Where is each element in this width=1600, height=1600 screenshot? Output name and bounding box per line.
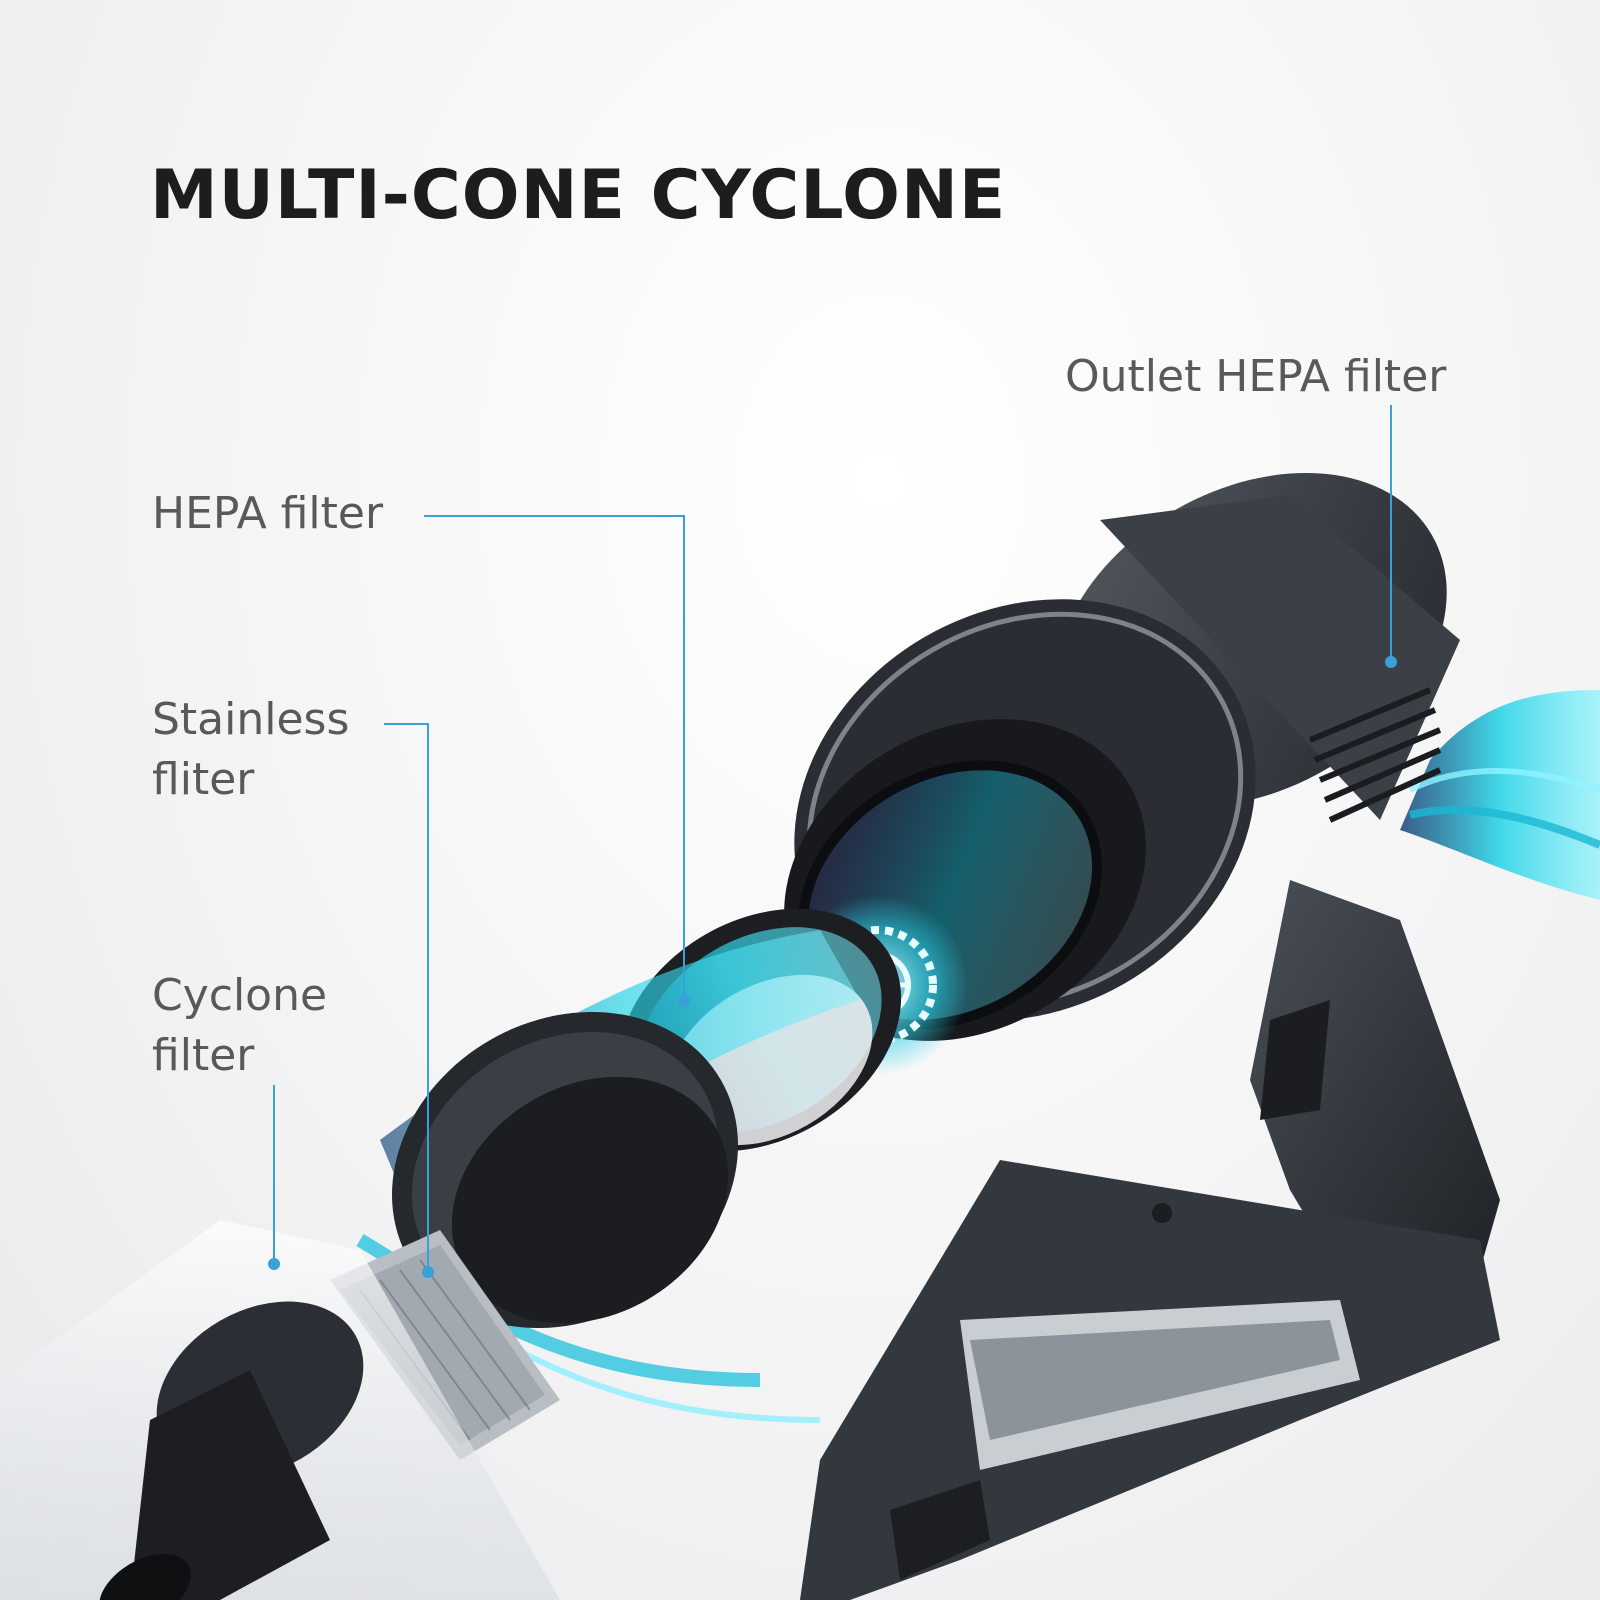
- label-cyclone-line1: Cyclone: [152, 970, 328, 1021]
- callout-lines: [273, 405, 1392, 1270]
- callout-line-stainless: [384, 723, 429, 1270]
- label-hepa-filter: HEPA filter: [152, 484, 383, 544]
- outlet-vents: [1308, 687, 1442, 823]
- callout-line-hepa: [424, 515, 685, 1000]
- callout-dots: [268, 656, 1397, 1278]
- callout-dot-hepa: [678, 995, 690, 1007]
- label-cyclone-line2: filter: [152, 1030, 255, 1081]
- page-title: MULTI-CONE CYCLONE: [150, 156, 1007, 235]
- dust-bin: [0, 1220, 560, 1600]
- cyclone-cap: [392, 1011, 738, 1329]
- callout-dot-cyclone: [268, 1258, 280, 1270]
- stainless-mesh-filter: [330, 1230, 560, 1460]
- callout-dot-outlet: [1385, 656, 1397, 668]
- label-stainless-filter: Stainless fliter: [152, 690, 349, 810]
- label-outlet-hepa-filter-text: Outlet HEPA filter: [1065, 351, 1447, 402]
- callout-dot-stainless: [422, 1266, 434, 1278]
- label-hepa-filter-text: HEPA filter: [152, 488, 384, 539]
- label-cyclone-filter: Cyclone filter: [152, 966, 327, 1086]
- label-stainless-line1: Stainless: [152, 694, 350, 745]
- airflow-exhaust: [1400, 690, 1600, 900]
- label-outlet-hepa-filter: Outlet HEPA filter: [1065, 347, 1446, 407]
- vacuum-handle: [800, 880, 1500, 1600]
- label-stainless-line2: fliter: [152, 754, 255, 805]
